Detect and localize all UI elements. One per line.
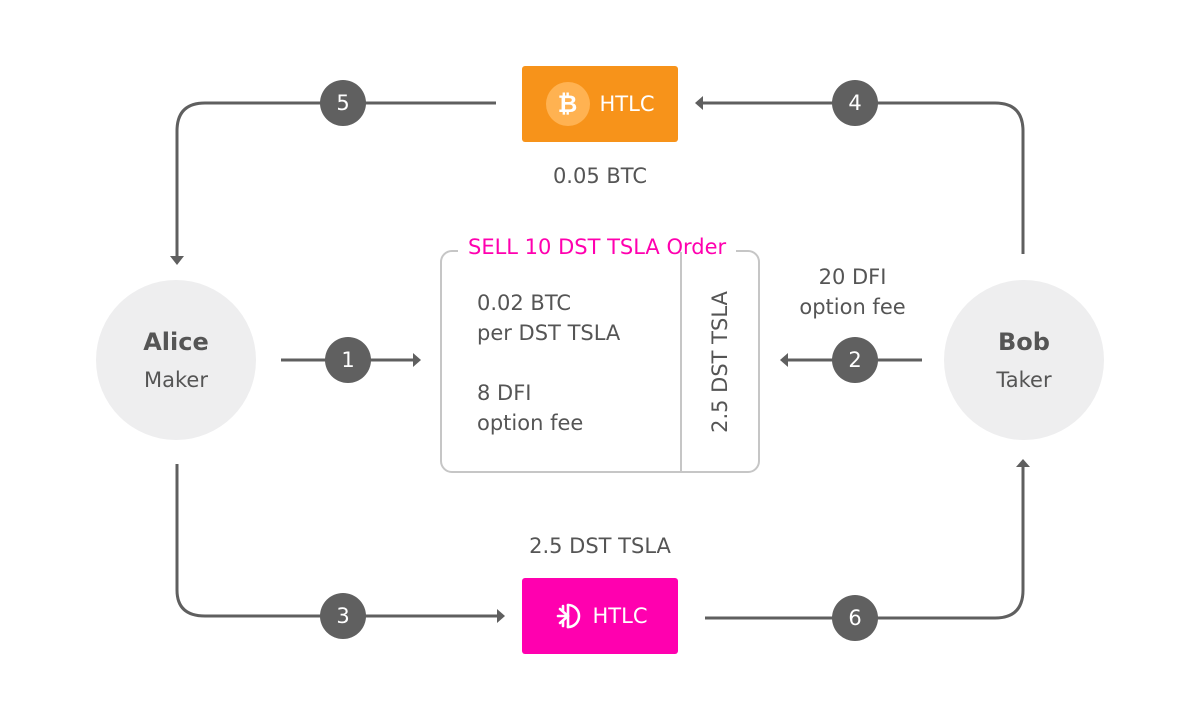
htlc-btc-amount: 0.05 BTC xyxy=(552,164,648,188)
order-side-amount: 2.5 DST TSLA xyxy=(708,291,732,433)
maker-name: Alice xyxy=(143,328,209,356)
taker-fee-line1: 20 DFI xyxy=(818,265,887,289)
htlc-dfi-box: HTLC xyxy=(522,578,678,654)
taker-fee-label: 20 DFI option fee xyxy=(790,262,915,322)
step-2-badge: 2 xyxy=(832,337,878,383)
arrowhead-2 xyxy=(780,353,788,367)
order-title: SELL 10 DST TSLA Order xyxy=(458,232,737,262)
flow-line-3 xyxy=(175,464,497,618)
taker-role: Taker xyxy=(996,368,1052,392)
arrowhead-6 xyxy=(1016,459,1030,467)
arrowhead-5 xyxy=(170,256,184,265)
htlc-dfi-amount: 2.5 DST TSLA xyxy=(529,534,671,558)
step-3-badge: 3 xyxy=(320,593,366,639)
maker-role: Maker xyxy=(144,368,208,392)
flow-line-4 xyxy=(703,101,1025,254)
bitcoin-icon: ₿ xyxy=(545,82,590,126)
step-4-badge: 4 xyxy=(832,80,878,126)
defichain-icon xyxy=(553,601,583,631)
order-divider xyxy=(680,252,682,471)
step-1-badge: 1 xyxy=(325,337,371,383)
htlc-btc-label: HTLC xyxy=(599,92,655,116)
arrowhead-4 xyxy=(695,96,703,110)
taker-name: Bob xyxy=(998,328,1050,356)
flow-line-5 xyxy=(175,101,496,256)
order-fee-line2: option fee xyxy=(477,411,584,435)
arrowhead-3 xyxy=(497,609,505,623)
step-5-badge: 5 xyxy=(320,80,366,126)
arrowhead-1 xyxy=(413,353,421,367)
htlc-btc-box: ₿ HTLC xyxy=(522,66,678,142)
order-fee-line1: 8 DFI xyxy=(477,381,532,405)
taker-fee-line2: option fee xyxy=(799,295,906,319)
htlc-dfi-label: HTLC xyxy=(592,604,648,628)
step-6-badge: 6 xyxy=(832,595,878,641)
flow-line-6 xyxy=(705,467,1025,620)
order-price-line2: per DST TSLA xyxy=(477,321,621,345)
participant-maker: Alice Maker xyxy=(96,280,256,440)
order-price-line1: 0.02 BTC xyxy=(477,291,572,315)
participant-taker: Bob Taker xyxy=(944,280,1104,440)
